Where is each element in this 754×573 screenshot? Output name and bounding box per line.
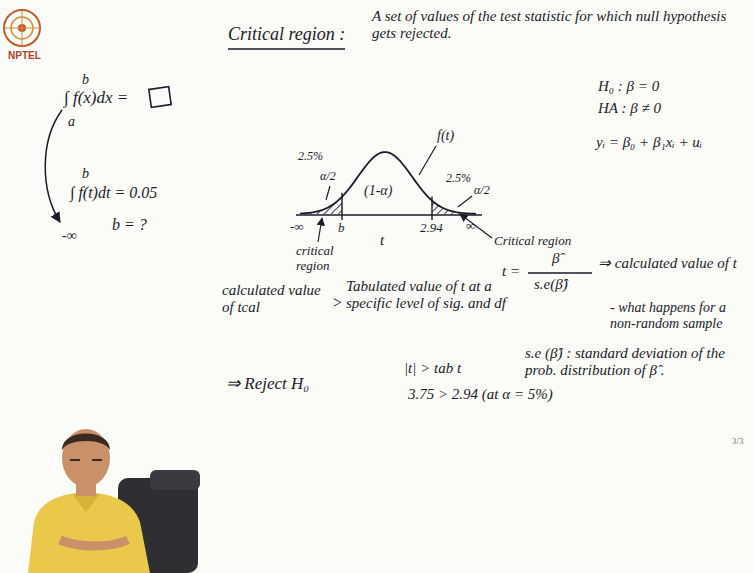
handwritten-note: H₀ : β = 0 xyxy=(598,78,659,95)
handwritten-note: ∫ f(t)dt = 0.05 xyxy=(70,184,157,202)
density-curve xyxy=(300,152,476,214)
handwritten-note: β̂ xyxy=(552,250,559,267)
cutoff-line xyxy=(341,193,342,220)
nptel-logo xyxy=(4,10,40,46)
handwritten-note: ⇒ Reject H₀ xyxy=(226,374,309,394)
handwritten-note: 3.75 > 2.94 (at α = 5%) xyxy=(408,386,553,403)
drawn-square xyxy=(149,87,171,108)
leader-line xyxy=(326,186,330,200)
handwritten-note: -∞ xyxy=(290,220,304,235)
axis-line xyxy=(296,214,482,216)
handwritten-note: α/2 xyxy=(320,170,336,184)
handwritten-note: calculated value of tcal xyxy=(222,282,330,317)
handwritten-note: Critical region xyxy=(494,234,604,249)
heading: Critical region : xyxy=(228,24,345,45)
page-number: 3/3 xyxy=(732,436,744,446)
handwritten-note: s.e(β̂) xyxy=(534,276,568,293)
cutoff-line xyxy=(431,197,432,220)
leader-arrow xyxy=(460,214,492,238)
lecturer-figure xyxy=(28,429,200,573)
handwritten-note: ∫ f(x)dx = xyxy=(64,88,128,108)
handwritten-note: b xyxy=(82,72,89,88)
handwritten-note: HA : β ≠ 0 xyxy=(598,100,661,117)
handwritten-note: (1-α) xyxy=(364,183,392,199)
handwritten-note: 2.5% xyxy=(446,172,471,186)
handwritten-note: 2.94 xyxy=(420,221,443,236)
handwritten-note: b = ? xyxy=(112,216,147,234)
shaded-tail xyxy=(304,197,342,214)
handwritten-note: A set of values of the test statistic fo… xyxy=(372,8,744,43)
handwritten-note: |t| > tab t xyxy=(404,360,461,377)
handwritten-note: α/2 xyxy=(474,184,490,198)
fraction-bar xyxy=(528,272,592,273)
handwritten-note: ⇒ calculated value of t xyxy=(598,255,744,272)
handwritten-note: t = xyxy=(502,263,520,280)
handwritten-note: s.e (β̂) : standard deviation of the pro… xyxy=(525,345,747,380)
handwritten-note: ∞ xyxy=(466,219,475,234)
leader-line xyxy=(458,196,472,207)
leader-arrow xyxy=(318,218,322,242)
handwritten-note: Tabulated value of t at a specific level… xyxy=(346,278,514,313)
handwritten-note: yᵢ = β₀ + β₁xᵢ + uᵢ xyxy=(596,134,702,151)
handwritten-note: -∞ xyxy=(62,228,77,244)
leader-line xyxy=(419,146,436,175)
handwritten-note: 2.5% xyxy=(298,150,323,164)
handwritten-note: a xyxy=(68,114,75,130)
handwritten-note: > xyxy=(332,294,343,312)
handwritten-note: b xyxy=(82,166,89,182)
t-distribution-curve xyxy=(296,152,482,220)
curved-arrow xyxy=(45,110,62,222)
handwritten-note: - what happens for a non-random sample xyxy=(610,300,746,332)
handwritten-note: t xyxy=(380,232,384,249)
handwritten-note: f(t) xyxy=(437,128,454,144)
handwritten-note: b xyxy=(338,221,345,236)
handwritten-note: critical region xyxy=(296,244,360,274)
underline xyxy=(228,48,345,50)
logo-text: NPTEL xyxy=(8,50,41,62)
